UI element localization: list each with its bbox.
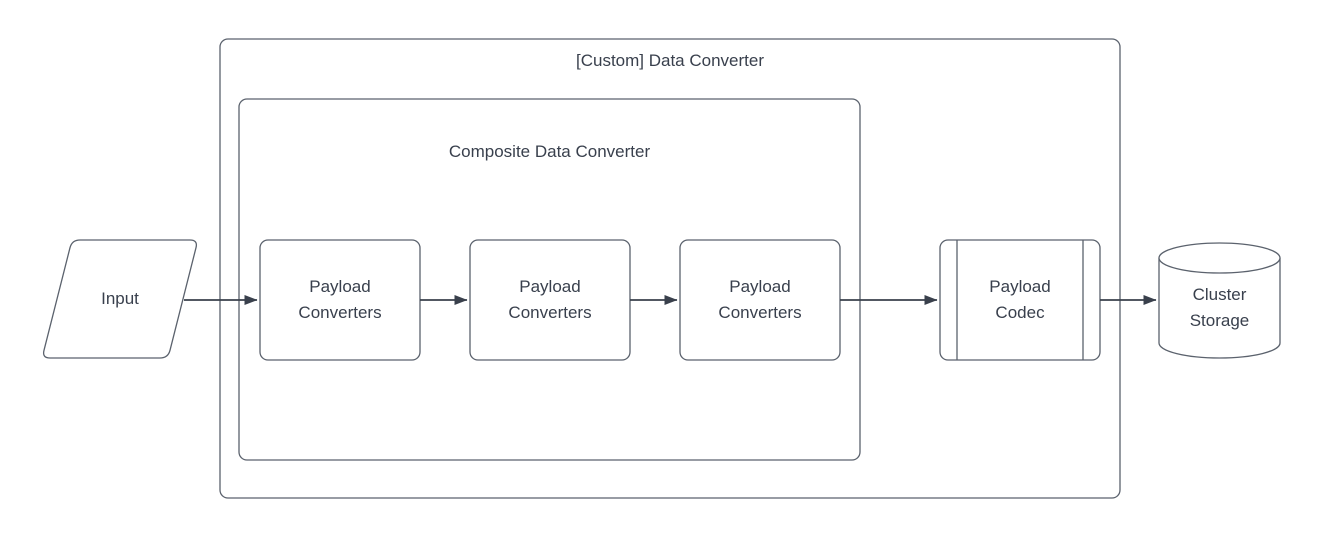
payload-converters-2-shape (469, 239, 631, 361)
cluster-storage-body (1158, 258, 1281, 359)
payload-converters-3-shape (679, 239, 841, 361)
cluster-storage-top-rim (1158, 242, 1281, 274)
payload-codec-shape (939, 239, 1101, 361)
payload-converters-1-shape (259, 239, 421, 361)
input-shape (42, 239, 198, 359)
